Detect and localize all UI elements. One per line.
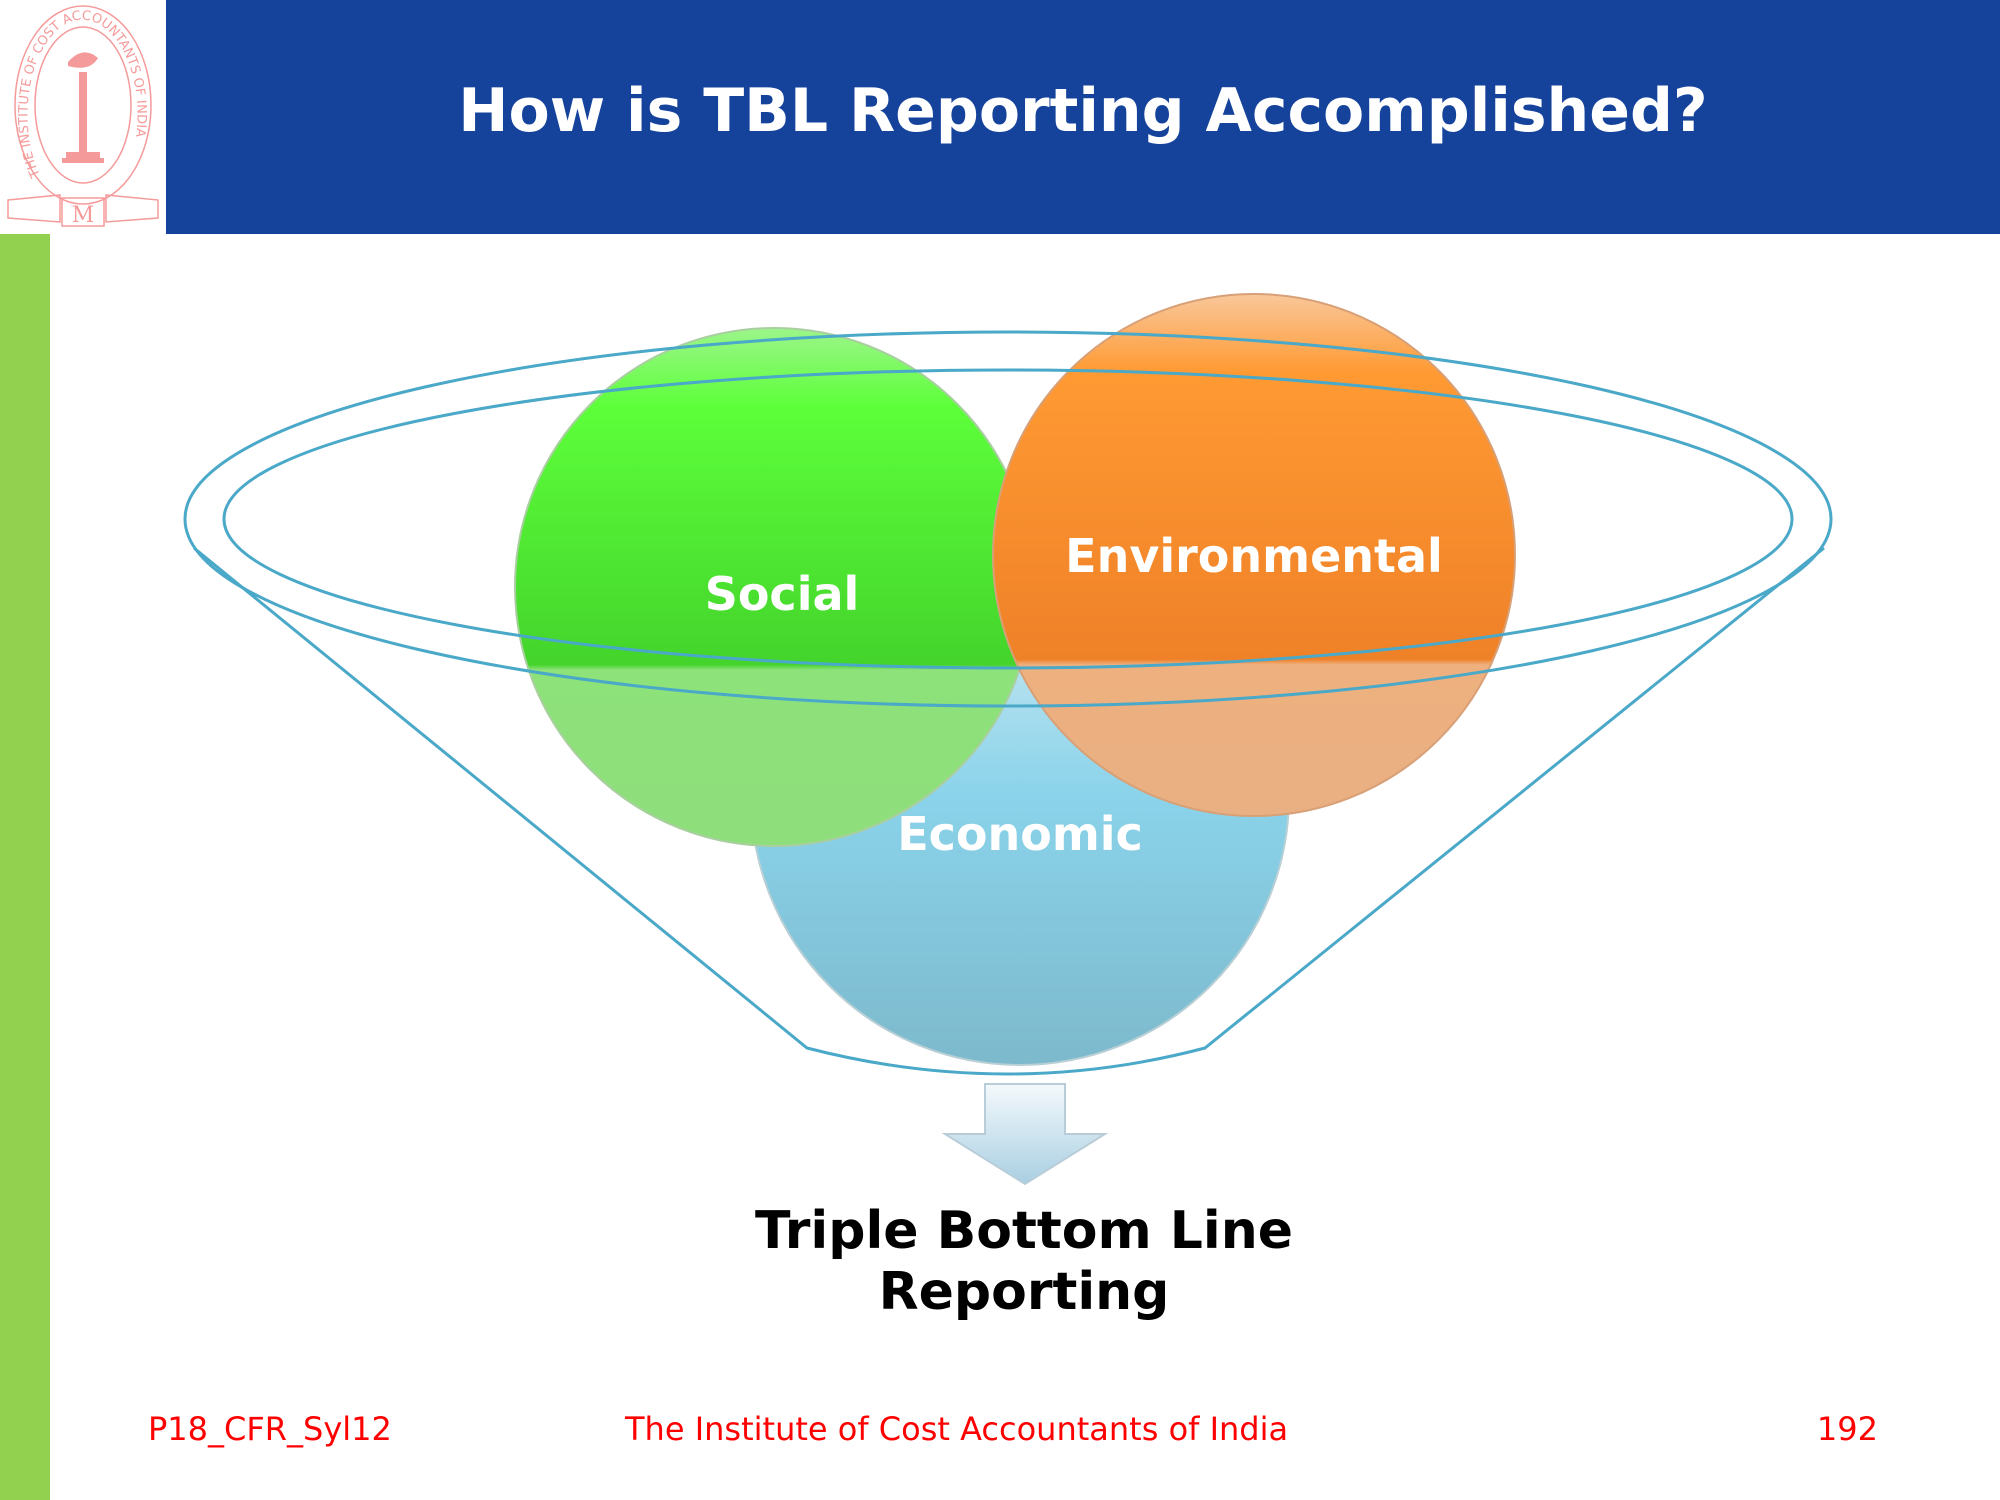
footer-institute-name: The Institute of Cost Accountants of Ind… [625,1410,1289,1448]
svg-text:M: M [72,203,95,228]
funnel-outline [183,330,1833,1076]
economic-label: Economic [897,807,1143,861]
result-label-line2: Reporting [879,1262,1170,1322]
result-label-line1: Triple Bottom Line [755,1201,1293,1261]
environmental-label: Environmental [1065,529,1443,583]
down-arrow-icon [941,1083,1109,1186]
footer-page-number: 192 [1816,1410,1878,1448]
social-label: Social [705,567,860,621]
footer-course-code: P18_CFR_Syl12 [148,1410,392,1448]
institute-logo: THE INSTITUTE OF COST ACCOUNTANTS OF IND… [7,5,159,228]
header-bar [166,0,2000,234]
page-title: How is TBL Reporting Accomplished? [458,76,1708,146]
side-accent-bar [0,234,50,1500]
